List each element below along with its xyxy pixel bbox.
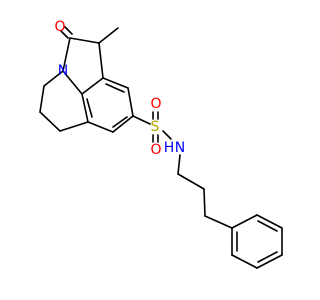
molecule-structure: O N S O O N H (39, 19, 283, 269)
bond-c8b-c8-inner (105, 83, 125, 93)
bond-c6a-c8a-inner (86, 98, 93, 118)
bond-ph-2-3 (256, 214, 283, 229)
bond-s-n (162, 130, 172, 140)
molecule-canvas: O N S O O N H (39, 19, 283, 269)
bond-ph-2-3-inner (257, 220, 278, 232)
bond-c7-s (132, 115, 151, 125)
atom-amide-nitrogen: N (175, 140, 185, 156)
atom-sulfur: S (151, 119, 160, 135)
atom-carbonyl-oxygen: O (54, 19, 65, 35)
bond-c6b-c6a (87, 121, 114, 133)
bond-c6a-c8a (81, 93, 89, 123)
atom-ring-nitrogen: N (58, 63, 68, 79)
bond-c6-c6a (59, 121, 89, 132)
bond-c2-c1 (69, 37, 100, 44)
bond-n-c4 (43, 70, 64, 87)
bond-ph-5-6 (231, 254, 258, 269)
bond-ph-4-5 (256, 254, 283, 269)
bond-c8b-c8 (102, 77, 129, 89)
bond-c1-c8b (98, 42, 104, 79)
bond-ch2c-ph (204, 215, 233, 229)
atom-sulfonyl-oxygen-top: O (150, 96, 161, 112)
bond-ch2a-ch2b (177, 173, 205, 190)
bond-n-c8a (62, 70, 83, 95)
bond-c1-methyl (98, 27, 119, 44)
bond-c2-o (60, 30, 69, 39)
atom-label-layer: O N S O O N H (54, 19, 185, 158)
bond-layer (39, 26, 283, 269)
bond-c7-c6b (112, 115, 134, 133)
bond-c2-o-double (64, 26, 73, 35)
bond-n-ch2a (177, 154, 181, 175)
bond-c8a-c8b (81, 77, 104, 95)
bond-c7-c6b-inner (112, 116, 128, 128)
bond-ph-4-5-inner (257, 251, 278, 263)
atom-amide-hydrogen: H (164, 140, 175, 156)
bond-c2-n (62, 37, 71, 72)
bond-c4-c5 (39, 85, 45, 113)
bond-ph-1-2 (231, 214, 258, 229)
atom-sulfonyl-oxygen-bottom: O (150, 142, 161, 158)
bond-c5-c6 (39, 111, 61, 132)
bond-c8-c7 (127, 87, 134, 117)
bond-ch2b-ch2c (203, 188, 206, 217)
